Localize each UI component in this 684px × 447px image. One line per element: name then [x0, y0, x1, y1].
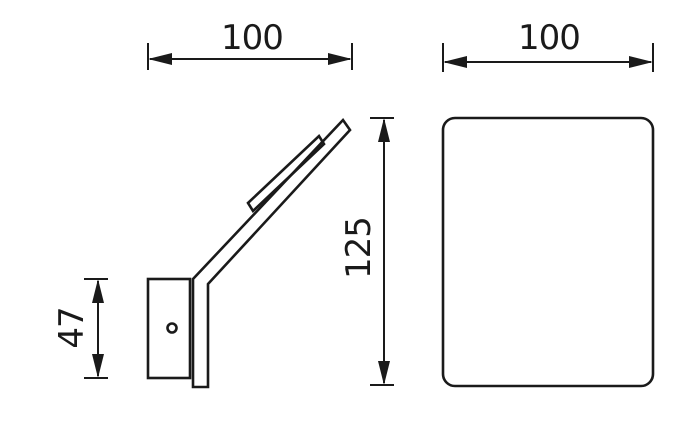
side-view	[146, 117, 352, 389]
front-width-dimension: 100	[442, 18, 654, 72]
bent-arm-profile	[191, 117, 352, 389]
wall-mount-block	[146, 277, 192, 380]
height-dimension: 125	[339, 117, 394, 386]
mount-height-label: 47	[52, 307, 92, 348]
light-panel	[246, 133, 326, 214]
arrow-head	[443, 56, 467, 68]
arrow-head	[378, 118, 390, 142]
arrow-head	[629, 56, 653, 68]
arrow-head	[148, 53, 172, 65]
arrow-head	[328, 53, 352, 65]
arrow-head	[92, 354, 104, 378]
front-view-outline	[441, 116, 655, 388]
side-width-dimension: 100	[147, 18, 353, 70]
side-width-label: 100	[221, 18, 283, 58]
front-width-label: 100	[518, 18, 580, 58]
arrow-head	[378, 361, 390, 385]
mount-height-dimension: 47	[52, 278, 108, 379]
height-label: 125	[339, 217, 379, 279]
screw-hole	[166, 322, 178, 334]
arrow-head	[92, 279, 104, 303]
